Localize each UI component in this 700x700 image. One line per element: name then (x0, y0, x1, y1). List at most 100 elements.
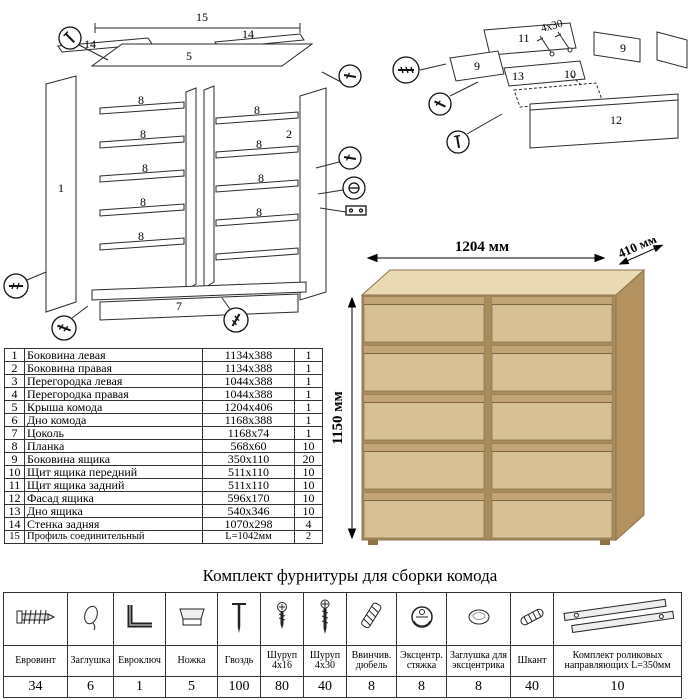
height-dimension: 1150 мм (330, 296, 357, 540)
screw-callout-icon (3, 273, 29, 299)
drawer-front (491, 394, 613, 441)
hardware-name: Шуруп 4x30 (303, 645, 347, 677)
part-size: 596x170 (202, 491, 295, 505)
part-name: Крыша комода (24, 400, 203, 414)
hardware-name: Ввинчив. дюбель (346, 645, 397, 677)
drawer-front (491, 345, 613, 392)
part-label-8: 8 (138, 229, 144, 243)
hardware-name: Комплект роликовых направляющих L=350мм (553, 645, 682, 677)
part-label-1: 1 (58, 181, 64, 195)
hardware-qty: 100 (217, 676, 261, 698)
drawer-front (491, 443, 613, 490)
part-size: 1168x388 (202, 413, 295, 427)
part-num: 2 (4, 361, 25, 375)
part-size: 1204x406 (202, 400, 295, 414)
part-name: Боковина левая (24, 348, 203, 362)
hardware-qty: 6 (67, 676, 114, 698)
part-label-8: 8 (254, 103, 260, 117)
width-dimension: 1204 мм (366, 239, 606, 263)
part-size: 511x110 (202, 465, 295, 479)
part-name: Профиль соединительный (24, 530, 203, 544)
part-qty: 1 (294, 348, 323, 362)
hardware-qtys-row: 34 6 1 5 100 80 40 8 8 8 40 10 (3, 676, 682, 698)
nail-icon (232, 602, 246, 633)
dresser-body (360, 268, 646, 545)
part-num: 7 (4, 426, 25, 440)
cam-cap-icon (468, 609, 489, 624)
cam-lock-callout-icon (342, 176, 366, 200)
hardware-name: Заглушка (67, 645, 114, 677)
part-label-8: 8 (256, 205, 262, 219)
hardware-qty: 40 (303, 676, 347, 698)
part-label-12: 12 (610, 113, 622, 127)
part-label-8: 8 (140, 195, 146, 209)
part-name: Перегородка правая (24, 387, 203, 401)
drawer-front (491, 492, 613, 539)
part-qty: 10 (294, 504, 323, 518)
part-num: 4 (4, 387, 25, 401)
part-name: Дно ящика (24, 504, 203, 518)
hardware-qty: 8 (396, 676, 447, 698)
part-size: 1044x388 (202, 374, 295, 388)
drawer-front (363, 296, 485, 343)
part-label-10: 10 (564, 67, 576, 81)
part-size: 540x346 (202, 504, 295, 518)
hardware-name: Гвоздь (217, 645, 261, 677)
part-qty: 10 (294, 478, 323, 492)
part-size: 1168x74 (202, 426, 295, 440)
cam-lock-icon (410, 605, 433, 628)
frame-exploded-diagram: 15 14 14 5 1 2 7 8 8 8 8 8 8 8 8 8 (3, 10, 367, 341)
part-qty: 1 (294, 374, 323, 388)
part-label-2: 2 (286, 127, 292, 141)
hardware-table: Евровинт Заглушка Евроключ Ножка Гвоздь … (3, 592, 682, 698)
part-qty: 4 (294, 517, 323, 531)
part-num: 13 (4, 504, 25, 518)
part-qty: 1 (294, 361, 323, 375)
part-label-9: 9 (620, 41, 626, 55)
hardware-names-row: Евровинт Заглушка Евроключ Ножка Гвоздь … (3, 645, 682, 677)
part-qty: 10 (294, 439, 323, 453)
part-name: Стенка задняя (24, 517, 203, 531)
confirmat-callout-icon (51, 315, 77, 341)
part-num: 9 (4, 452, 25, 466)
part-name: Планка (24, 439, 203, 453)
part-name: Боковина правая (24, 361, 203, 375)
screw-short-icon (277, 601, 287, 629)
part-num: 8 (4, 439, 25, 453)
part-label-14: 14 (242, 27, 254, 41)
hardware-name: Евровинт (3, 645, 68, 677)
part-size: 568x60 (202, 439, 295, 453)
part-num: 14 (4, 517, 25, 531)
bracket-callout-icon (345, 205, 367, 216)
height-label: 1150 мм (330, 391, 346, 444)
part-size: 350x110 (202, 452, 295, 466)
screw-callout-icon (428, 92, 452, 116)
part-size: 1070x298 (202, 517, 295, 531)
part-num: 1 (4, 348, 25, 362)
hardware-name: Ножка (165, 645, 218, 677)
screw-long-icon (320, 599, 330, 634)
part-size: 511x110 (202, 478, 295, 492)
part-name: Фасад ящика (24, 491, 203, 505)
hardware-qty: 40 (510, 676, 554, 698)
part-num: 6 (4, 413, 25, 427)
part-label-11: 11 (518, 31, 530, 45)
part-num: 15 (4, 530, 25, 544)
part-size: 1044x388 (202, 387, 295, 401)
plug-icon (83, 605, 98, 630)
hardware-name: Шуруп 4x16 (260, 645, 304, 677)
hardware-icons-row (3, 592, 682, 646)
drawer-exploded-diagram: 11 9 9 13 10 12 4x30 (392, 17, 688, 154)
part-label-7: 7 (176, 299, 182, 313)
